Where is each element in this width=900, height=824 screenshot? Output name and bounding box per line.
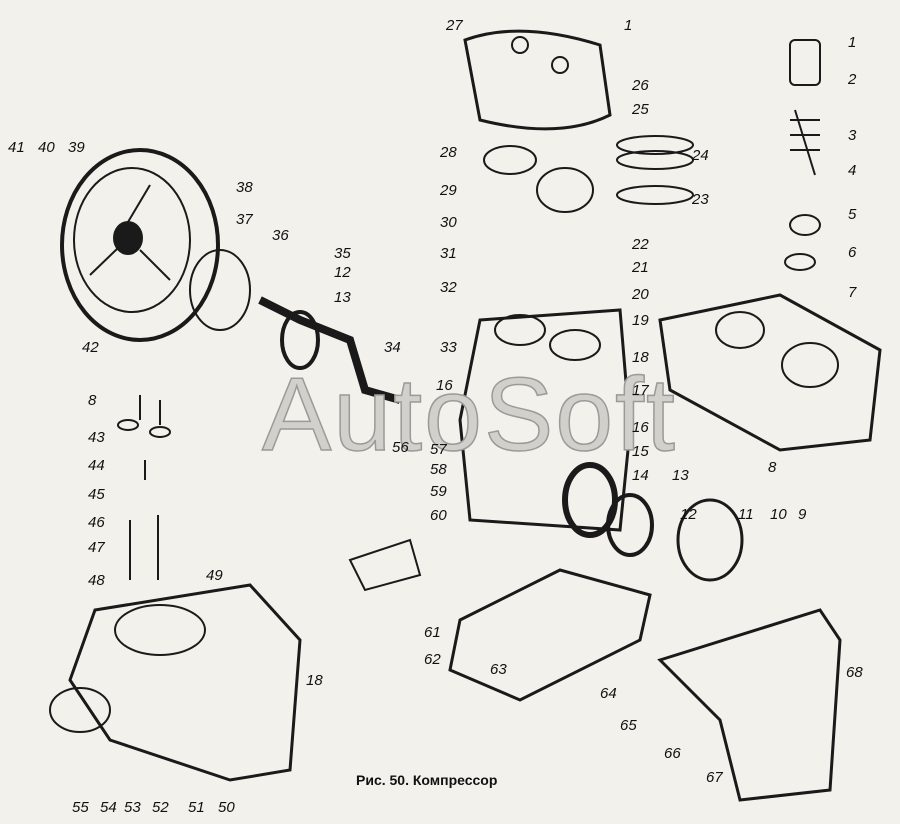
callout-label: 48 [88,572,105,589]
callout-label: 13 [334,289,351,306]
callout-label: 22 [632,236,649,253]
cylinder-head [463,29,612,213]
callout-label: 60 [430,507,447,524]
callout-label: 52 [152,799,169,816]
callout-label: 53 [124,799,141,816]
callout-label: 1 [848,34,857,51]
callout-label: 18 [632,349,649,366]
callout-label: 3 [848,127,857,144]
callout-label: 64 [600,685,617,702]
callout-label: 44 [88,457,105,474]
head-cover [658,39,882,452]
callout-label: 58 [430,461,447,478]
callout-label: 27 [446,17,463,34]
callout-label: 12 [680,506,697,523]
callout-label: 23 [692,191,709,208]
callout-label: 54 [100,799,117,816]
callout-label: 10 [770,506,787,523]
callout-label: 59 [430,483,447,500]
callout-label: 56 [392,439,409,456]
callout-label: 33 [440,339,457,356]
cylinder-block [458,308,654,557]
callout-label: 25 [632,101,649,118]
callout-label: 50 [218,799,235,816]
callout-label: 5 [848,206,857,223]
callout-label: 17 [632,382,649,399]
callout-label: 65 [620,717,637,734]
callout-label: 55 [72,799,89,816]
valve-parts [117,395,171,580]
callout-label: 46 [88,514,105,531]
callout-label: 45 [88,486,105,503]
callout-label: 61 [424,624,441,641]
callout-label: 36 [272,227,289,244]
callout-label: 6 [848,244,857,261]
callout-label: 34 [384,339,401,356]
callout-label: 42 [82,339,99,356]
callout-label: 8 [88,392,97,409]
callout-label: 38 [236,179,253,196]
callout-label: 39 [68,139,85,156]
callout-label: 9 [798,506,807,523]
callout-label: 41 [8,139,25,156]
callout-label: 20 [632,286,649,303]
callout-label: 30 [440,214,457,231]
callout-label: 24 [692,147,709,164]
callout-label: 16 [632,419,649,436]
callout-label: 26 [632,77,649,94]
callout-label: 68 [846,664,863,681]
callout-label: 1 [624,17,633,34]
callout-label: 37 [236,211,253,228]
callout-label: 32 [440,279,457,296]
callout-label: 12 [334,264,351,281]
callout-label: 47 [88,539,105,556]
callout-label: 40 [38,139,55,156]
callout-label: 43 [88,429,105,446]
callout-label: 51 [188,799,205,816]
callout-label: 62 [424,651,441,668]
callout-label: 49 [206,567,223,584]
base-plate [348,538,652,702]
callout-label: 67 [706,769,723,786]
figure-caption: Рис. 50. Компрессор [356,772,498,788]
piston-rings [616,135,694,205]
crankshaft [189,249,402,404]
callout-label: 8 [768,459,777,476]
callout-label: 11 [738,506,754,523]
pulley [60,148,220,342]
watermark: AutoSoft [261,356,677,474]
callout-label: 57 [430,441,447,458]
callout-label: 7 [848,284,857,301]
callout-label: 19 [632,312,649,329]
callout-label: 14 [632,467,649,484]
callout-label: 4 [848,162,857,179]
lower-housing [49,583,302,782]
callout-label: 35 [334,245,351,262]
callout-label: 21 [632,259,649,276]
callout-label: 18 [306,672,323,689]
callout-label: 28 [440,144,457,161]
bracket [657,498,842,802]
callout-label: 63 [490,661,507,678]
callout-label: 66 [664,745,681,762]
callout-label: 16 [436,377,453,394]
callout-label: 31 [440,245,457,262]
callout-label: 29 [440,182,457,199]
callout-label: 15 [632,443,649,460]
callout-label: 13 [672,467,689,484]
callout-label: 2 [848,71,857,88]
